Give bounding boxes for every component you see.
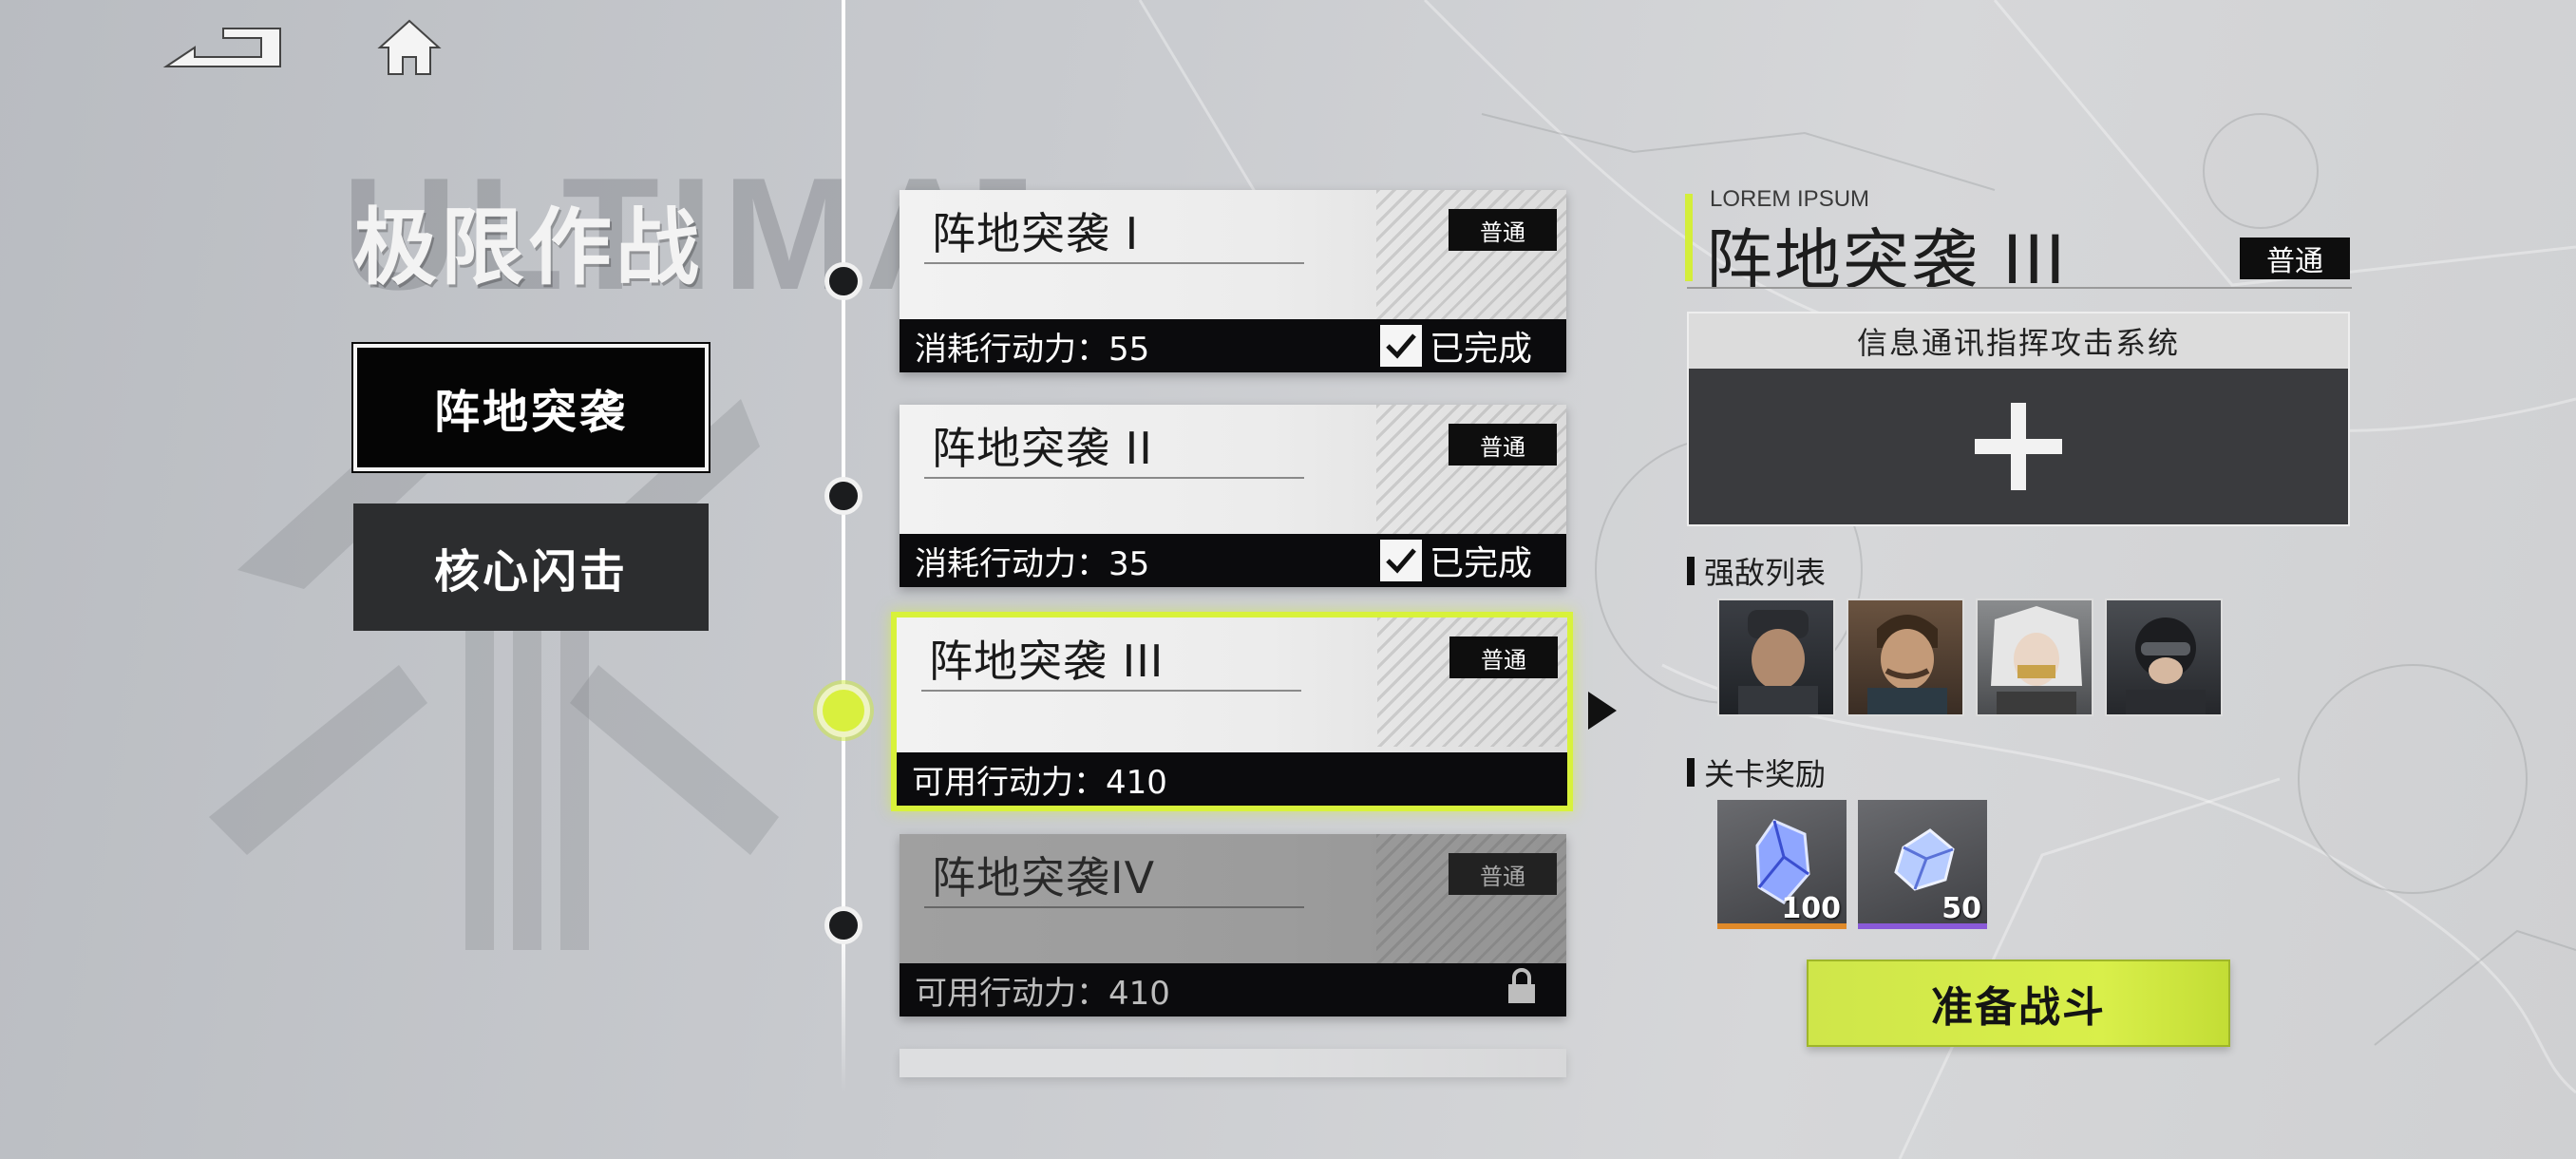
stage-info-bar: 可用行动力：410 xyxy=(897,752,1567,806)
enemy-list-text: 强敌列表 xyxy=(1704,555,1827,591)
reward-item-2[interactable]: 50 xyxy=(1858,800,1987,929)
title-accent-bar xyxy=(1685,194,1693,281)
rarity-bar xyxy=(1717,923,1847,929)
timeline-node xyxy=(824,906,862,944)
plus-icon xyxy=(1975,403,2062,490)
stage-cost: 可用行动力：410 xyxy=(915,974,1170,1013)
detail-difficulty-badge: 普通 xyxy=(2240,238,2350,279)
stage-cost: 可用行动力：410 xyxy=(912,763,1167,802)
reward-text: 关卡奖励 xyxy=(1704,756,1827,792)
stage-timeline xyxy=(842,0,845,1092)
stage-name: 阵地突袭 III xyxy=(929,636,1165,687)
stage-cost: 消耗行动力：35 xyxy=(915,544,1150,583)
reward-count: 50 xyxy=(1941,892,1981,925)
page-title: 极限作战 xyxy=(353,199,704,296)
back-button[interactable] xyxy=(152,13,294,82)
checkmark-icon xyxy=(1379,540,1422,581)
enemy-portrait-3[interactable] xyxy=(1976,598,2093,716)
enemy-portrait-1[interactable] xyxy=(1717,598,1835,716)
stage-info-bar: 消耗行动力：55 已完成 xyxy=(900,319,1566,372)
crystal-icon xyxy=(1755,819,1810,904)
checkmark-icon xyxy=(1379,325,1422,367)
system-slot[interactable]: 信息通讯指挥攻击系统 xyxy=(1687,312,2350,526)
divider xyxy=(921,690,1301,692)
divider xyxy=(924,477,1304,479)
crystal-icon xyxy=(1894,828,1955,891)
difficulty-badge: 普通 xyxy=(1449,853,1557,895)
reward-count: 100 xyxy=(1781,892,1841,925)
stage-card-3[interactable]: 阵地突袭 III 普通 可用行动力：410 xyxy=(891,612,1573,811)
enemy-portrait-2[interactable] xyxy=(1847,598,1964,716)
prepare-battle-button[interactable]: 准备战斗 xyxy=(1807,960,2230,1047)
lock-icon xyxy=(1506,967,1538,1014)
mode-tab-flash[interactable]: 核心闪击 xyxy=(353,504,709,631)
reward-label: 关卡奖励 xyxy=(1687,750,1826,794)
difficulty-badge: 普通 xyxy=(1449,209,1557,251)
divider xyxy=(924,262,1304,264)
rarity-bar xyxy=(1858,923,1987,929)
section-marker xyxy=(1687,758,1695,787)
stage-card-next-peek xyxy=(900,1049,1566,1077)
enemy-list-label: 强敌列表 xyxy=(1687,549,1826,593)
completed-status: 已完成 xyxy=(1379,321,1532,370)
difficulty-badge: 普通 xyxy=(1449,424,1557,466)
stage-name: 阵地突袭 I xyxy=(932,208,1140,259)
divider xyxy=(1687,287,2352,289)
home-button[interactable] xyxy=(357,13,462,82)
completed-status: 已完成 xyxy=(1379,536,1532,585)
timeline-node xyxy=(824,477,862,515)
arrow-right-icon xyxy=(1588,692,1617,730)
completed-label: 已完成 xyxy=(1429,544,1532,583)
reward-item-1[interactable]: 100 xyxy=(1717,800,1847,929)
detail-subtitle: LOREM IPSUM xyxy=(1710,186,1870,212)
mode-tab-assault[interactable]: 阵地突袭 xyxy=(351,342,710,473)
enemy-portrait-4[interactable] xyxy=(2105,598,2223,716)
add-system-button[interactable] xyxy=(1689,369,2348,524)
stage-card-1[interactable]: 阵地突袭 I 普通 消耗行动力：55 已完成 xyxy=(900,190,1566,372)
stage-info-bar: 可用行动力：410 xyxy=(900,963,1566,1016)
system-label: 信息通讯指挥攻击系统 xyxy=(1689,314,2348,369)
stage-info-bar: 消耗行动力：35 已完成 xyxy=(900,534,1566,587)
back-arrow-icon xyxy=(162,28,281,67)
difficulty-badge: 普通 xyxy=(1449,636,1558,678)
divider xyxy=(924,906,1304,908)
completed-label: 已完成 xyxy=(1429,330,1532,369)
stage-cost: 消耗行动力：55 xyxy=(915,330,1150,369)
stage-name: 阵地突袭 II xyxy=(932,423,1153,474)
stage-name: 阵地突袭IV xyxy=(932,852,1156,903)
timeline-node xyxy=(824,262,862,300)
section-marker xyxy=(1687,557,1695,585)
detail-title: 阵地突袭 III xyxy=(1706,221,2068,299)
home-icon xyxy=(377,19,442,75)
stage-card-4[interactable]: 阵地突袭IV 普通 可用行动力：410 xyxy=(900,834,1566,1016)
timeline-node-active xyxy=(817,684,870,737)
stage-card-2[interactable]: 阵地突袭 II 普通 消耗行动力：35 已完成 xyxy=(900,405,1566,587)
